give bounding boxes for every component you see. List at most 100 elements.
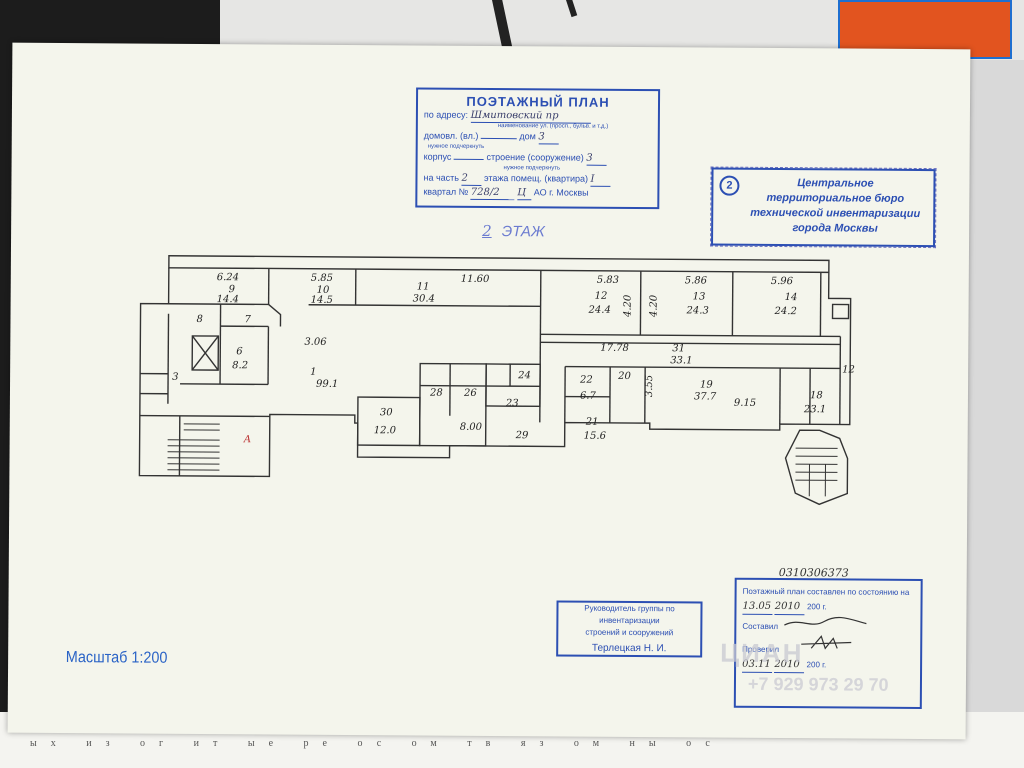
room-30-area: 12.0 [374, 425, 397, 436]
korpus-value [453, 158, 484, 160]
scale-label: Масштаб 1:200 [65, 649, 168, 667]
room-23-number: 23 [505, 398, 519, 409]
room-9-number: 9 [229, 284, 236, 295]
room-19-length: 9.15 [734, 398, 756, 409]
room-31-length: 17.78 [600, 343, 629, 354]
floor-heading: 2 ЭТАЖ [476, 222, 545, 240]
bti-line-2: территориальное бюро [766, 191, 905, 205]
bti-line-4: города Москвы [792, 222, 878, 235]
address-row: по адресу: Шмитовский пр [418, 108, 658, 124]
proveril-row: Проверил [736, 634, 920, 658]
room-12-area: 24.4 [588, 305, 611, 316]
year-suffix-2: 200 г. [806, 660, 827, 670]
bottom-document-text: ых из ог ит ые ре ос ом тв яз ом ны ос [30, 738, 724, 749]
room-28-number: 28 [429, 388, 443, 399]
room-10-length: 5.85 [311, 273, 333, 284]
dim-4-20-a: 4.20 [623, 294, 634, 318]
year-value-1: 2010 [774, 599, 805, 616]
room-13-number: 13 [693, 291, 706, 302]
kvartal-value: 728/2 [470, 185, 515, 201]
room-21-number: 21 [585, 417, 599, 428]
room-3-number: 3 [172, 372, 178, 383]
ao-label: АО г. Москвы [533, 187, 589, 198]
room-29-number: 29 [515, 430, 529, 441]
room-14-area: 24.2 [774, 306, 797, 317]
room-30-number: 30 [380, 407, 393, 418]
date-stamp: Поэтажный план составлен по состоянию на… [733, 577, 923, 710]
background-paper-right [960, 60, 1024, 768]
bti-line-1: Центральное [797, 177, 874, 190]
room-7-number: 7 [244, 314, 251, 325]
room-18-number: 18 [810, 390, 823, 401]
room-13-area: 24.3 [686, 305, 709, 316]
room-24-number: 24 [517, 370, 531, 381]
room-10-number: 10 [317, 285, 330, 296]
room-31-number: 31 [672, 343, 685, 354]
room-11-number: 11 [417, 281, 430, 292]
floor-heading-number: 2 [482, 221, 492, 241]
floor-plan-sheet: ПОЭТАЖНЫЙ ПЛАН по адресу: Шмитовский пр … [7, 42, 971, 740]
bti-number: 2 [719, 175, 740, 196]
room-19-number: 19 [700, 379, 713, 390]
room-29-length: 8.00 [460, 422, 483, 433]
bti-stamp: 2 Центральное территориальное бюро техни… [710, 166, 937, 249]
stroenie-label: строение (сооружение) [486, 151, 584, 163]
room-31-area: 33.1 [670, 355, 692, 366]
room-11-area: 30.4 [413, 293, 435, 304]
dim-4-20-b: 4.20 [649, 294, 660, 318]
pomesh-value: I [590, 172, 611, 187]
bti-text: Центральное территориальное бюро техниче… [741, 176, 929, 237]
bti-line-3: технической инвентаризации [750, 206, 921, 221]
stroenie-value: 3 [586, 151, 607, 166]
dim-3-55: 3.55 [644, 375, 655, 397]
chast-prefix: на часть [423, 172, 460, 183]
domovl-label: домовл. (вл.) [423, 130, 479, 141]
floor-value: 2 [461, 171, 482, 186]
room-12-number: 12 [595, 291, 608, 302]
room-22-area: 6.7 [580, 391, 597, 402]
room-6-area: 8.2 [232, 360, 248, 371]
kvartal-label: квартал № [423, 186, 469, 197]
date-stamp-line-1: Поэтажный план составлен по состоянию на [742, 586, 910, 597]
ao-prefix: Ц [517, 186, 532, 201]
dom-label: дом [519, 131, 536, 142]
etazha-label: этажа помещ. (квартира) [483, 172, 589, 184]
address-label: по адресу: [423, 109, 469, 120]
room-14-length: 5.96 [771, 276, 794, 287]
room-21-area: 15.6 [584, 431, 607, 442]
room-20-number: 20 [617, 371, 631, 382]
room-19-area: 37.7 [694, 391, 717, 402]
domovl-value [480, 137, 517, 140]
room-18-area: 23.1 [803, 404, 826, 415]
room-22-number: 22 [579, 375, 593, 386]
plan-walls [138, 255, 852, 506]
kvartal-row: квартал № 728/2 Ц АО г. Москвы [417, 185, 657, 201]
room-1-length: 3.06 [304, 337, 327, 348]
room-26-number: 26 [463, 388, 477, 399]
head-of-group-stamp: Руководитель группы по инвентаризации ст… [556, 600, 703, 658]
year-suffix-1: 200 г. [806, 602, 827, 612]
room-9-area: 14.4 [217, 294, 239, 305]
room-a-label: А [243, 434, 252, 445]
address-value: Шмитовский пр [470, 108, 591, 124]
stamp-title: ПОЭТАЖНЫЙ ПЛАН [466, 93, 610, 110]
room-12-small-number: 12 [842, 364, 855, 375]
dom-value: 3 [538, 130, 559, 145]
floor-plan-stamp: ПОЭТАЖНЫЙ ПЛАН по адресу: Шмитовский пр … [415, 87, 661, 210]
room-12-length: 5.83 [597, 275, 619, 286]
room-6-number: 6 [236, 346, 243, 357]
head-stamp-name: Терлецкая Н. И. [591, 642, 667, 655]
floor-heading-suffix: ЭТАЖ [501, 223, 545, 241]
room-11-length: 11.60 [461, 274, 490, 285]
sostavil-label: Составил [742, 621, 779, 632]
room-8-number: 8 [196, 314, 202, 325]
floor-plan-drawing: 6.24 9 14.4 5.85 10 14.5 11.60 11 30.4 5… [138, 255, 855, 506]
room-10-area: 14.5 [311, 295, 333, 306]
proveril-signature-icon [801, 635, 852, 650]
head-stamp-line-2: строений и сооружений [585, 627, 674, 638]
room-14-number: 14 [785, 292, 798, 303]
sostavil-signature-icon [783, 616, 867, 626]
room-1-number: 1 [310, 367, 316, 378]
sostavil-row: Составил [736, 615, 920, 635]
stroenie-row: корпус строение (сооружение) 3 [418, 150, 658, 166]
